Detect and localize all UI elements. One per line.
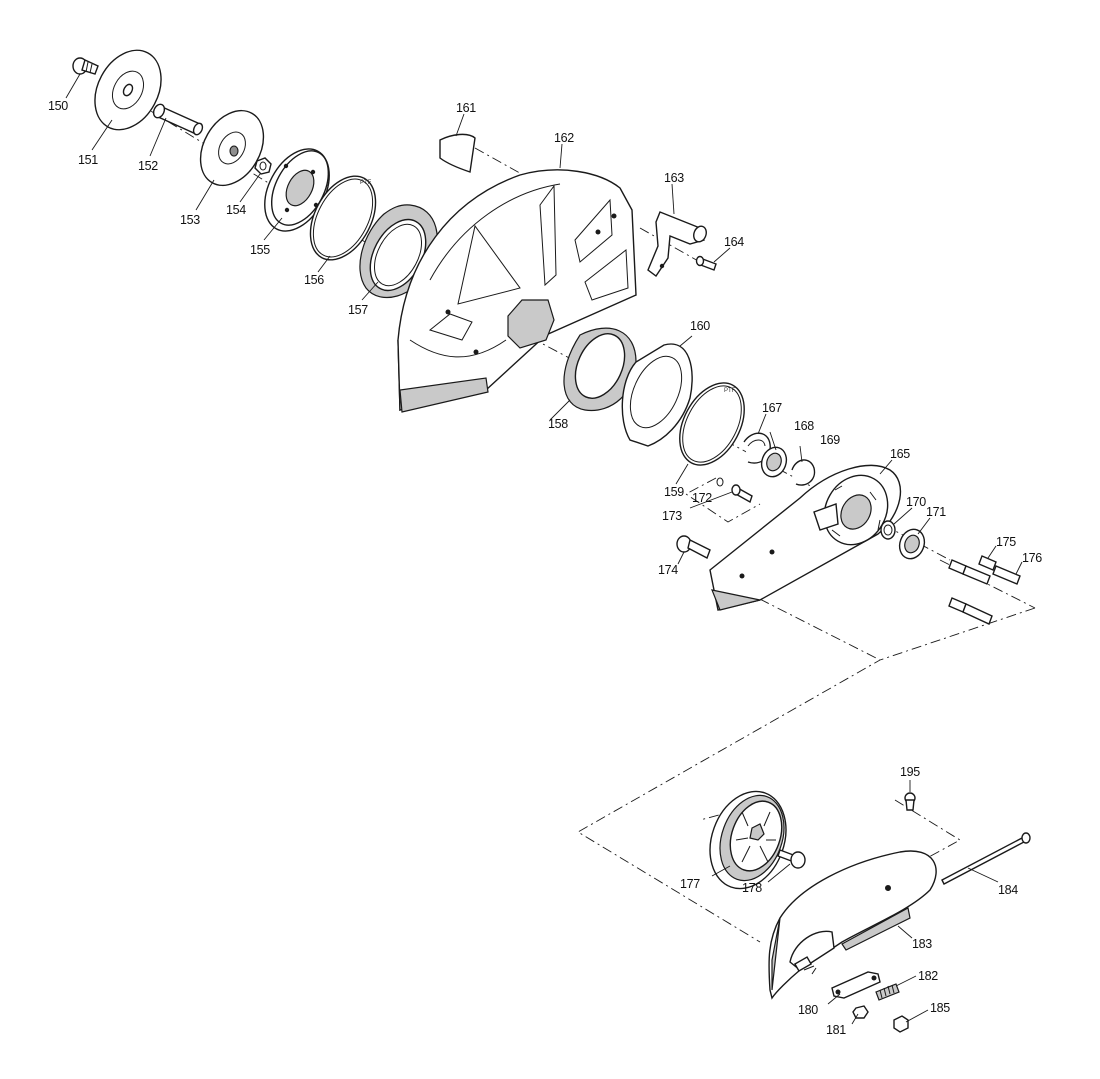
part-181-nut <box>852 1005 869 1019</box>
callout-163: 163 <box>664 171 684 185</box>
callout-170: 170 <box>906 495 926 509</box>
callout-152: 152 <box>138 159 158 173</box>
part-158-guard-seal <box>563 327 637 412</box>
callout-177: 177 <box>680 877 700 891</box>
part-160-plate <box>621 343 693 447</box>
ring-stamp-156: PTF <box>360 180 372 186</box>
callout-157: 157 <box>348 303 368 317</box>
part-185-nut <box>893 1015 909 1033</box>
callout-159: 159 <box>664 485 684 499</box>
callout-183: 183 <box>912 937 932 951</box>
part-172-cap <box>716 477 724 487</box>
part-183-belt-cover <box>768 850 937 1000</box>
callout-185: 185 <box>930 1001 950 1015</box>
part-178-bolt <box>777 849 806 869</box>
callout-164: 164 <box>724 235 744 249</box>
part-195-screw <box>904 792 916 811</box>
callout-labels: 150 151 152 153 154 155 156 157 158 159 … <box>48 99 1043 1037</box>
callout-171: 171 <box>926 505 946 519</box>
part-159-o-ring: PTF <box>679 382 745 466</box>
part-184-long-bolt <box>941 832 1031 885</box>
callout-168: 168 <box>794 419 814 433</box>
callout-173: 173 <box>662 509 682 523</box>
part-155-bearing-plate <box>264 148 330 232</box>
callout-172: 172 <box>692 491 712 505</box>
callout-178: 178 <box>742 881 762 895</box>
callout-180: 180 <box>798 1003 818 1017</box>
part-168-bearing <box>760 446 788 478</box>
part-165-cutter-arm <box>709 464 902 611</box>
ring-stamp-159: PTF <box>724 388 736 394</box>
callout-176: 176 <box>1022 551 1042 565</box>
callout-195: 195 <box>900 765 920 779</box>
callout-165: 165 <box>890 447 910 461</box>
callout-151: 151 <box>78 153 98 167</box>
callout-155: 155 <box>250 243 270 257</box>
callout-156: 156 <box>304 273 324 287</box>
callout-150: 150 <box>48 99 68 113</box>
callout-154: 154 <box>226 203 246 217</box>
part-171-bearing <box>898 528 926 560</box>
callout-169: 169 <box>820 433 840 447</box>
callout-184: 184 <box>998 883 1018 897</box>
part-173-pin <box>731 484 753 504</box>
callout-161: 161 <box>456 101 476 115</box>
part-162-blade-guard <box>397 169 637 413</box>
leader-lines <box>65 73 1023 1025</box>
callout-160: 160 <box>690 319 710 333</box>
callout-162: 162 <box>554 131 574 145</box>
part-150-bolt <box>72 57 99 75</box>
part-154-nut <box>254 157 272 175</box>
callout-153: 153 <box>180 213 200 227</box>
part-176-screw <box>948 565 1021 625</box>
part-153-inner-flange <box>199 109 265 187</box>
part-164-screw <box>695 255 717 271</box>
callout-158: 158 <box>548 417 568 431</box>
part-182-spring <box>875 983 900 1001</box>
callout-167: 167 <box>762 401 782 415</box>
callout-181: 181 <box>826 1023 846 1037</box>
callout-175: 175 <box>996 535 1016 549</box>
part-174-bolt <box>676 535 711 559</box>
part-180-bracket <box>831 971 881 999</box>
callout-174: 174 <box>658 563 678 577</box>
part-151-outer-flange <box>94 49 162 131</box>
part-161-label <box>439 133 476 173</box>
callout-182: 182 <box>918 969 938 983</box>
part-169-circlip <box>791 459 816 486</box>
part-156-o-ring: PTF <box>309 175 377 261</box>
part-152-spindle <box>152 103 204 136</box>
part-170-seal <box>880 520 896 540</box>
part-163-lever <box>647 211 707 278</box>
